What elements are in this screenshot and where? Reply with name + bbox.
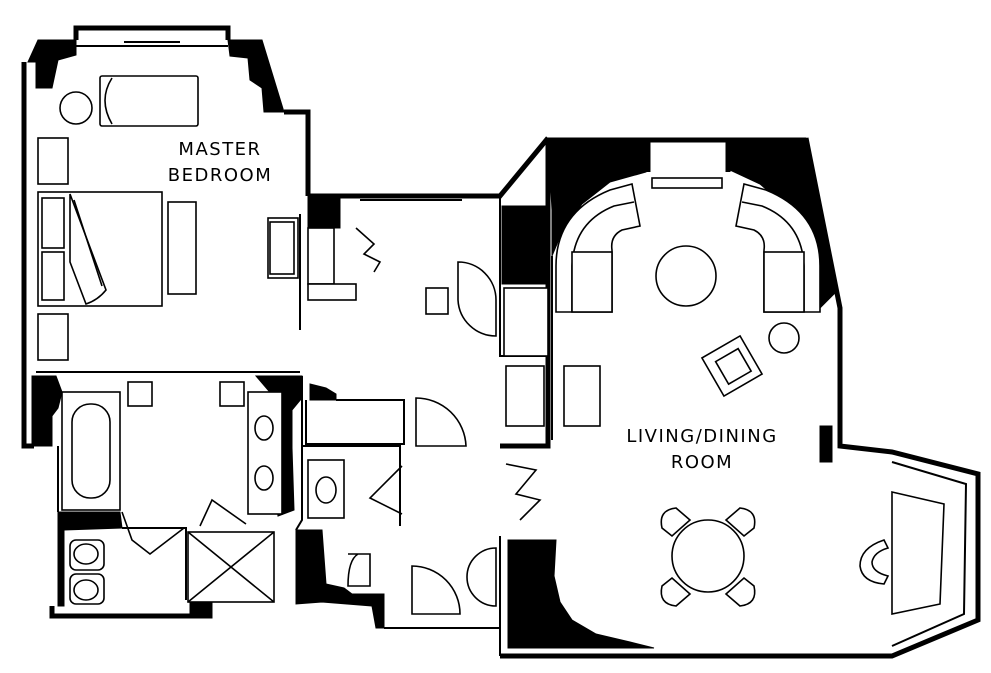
wall-mass-column (819, 425, 833, 463)
entry-west-wall (302, 445, 401, 526)
dining-chair-ne (724, 507, 756, 538)
bedroom-furniture (37, 75, 299, 361)
dining-table (671, 519, 745, 593)
wall-mass-bedroom-ne (227, 39, 285, 113)
wc-partition (122, 527, 187, 600)
wall-mass-bedroom-nw (27, 39, 77, 89)
desk (891, 490, 945, 615)
living-bay-frame (645, 137, 731, 172)
hall-cabinet (503, 287, 549, 357)
toilet-bowl (73, 543, 99, 565)
desk-chair (859, 539, 890, 585)
armchair-seat (714, 347, 753, 386)
wall-mass-wc (57, 511, 123, 607)
bidet-bowl (73, 579, 99, 601)
wall-mass-living-west (501, 205, 549, 285)
bedroom-bay-frame (73, 25, 231, 40)
bed-pillow-left (41, 197, 65, 249)
hall-closet (307, 227, 335, 285)
bath-east-wall (295, 376, 303, 531)
bedroom-east-wall (284, 109, 311, 196)
sofa-left-cushion (571, 251, 613, 313)
living-dining-label-line1: LIVING/DINING (626, 426, 777, 447)
bath-fixtures (61, 381, 283, 605)
vanity-sink-1 (254, 415, 274, 441)
wall-mass-living-sw (507, 539, 655, 649)
living-console-1 (505, 365, 545, 427)
entry-door-lower (411, 565, 461, 615)
wall-mass-bath-west (31, 375, 63, 447)
bedroom-nightstand-bottom (37, 313, 69, 361)
living-west-wall (500, 138, 551, 449)
entry-fixtures (307, 397, 542, 615)
hall-stool (425, 287, 449, 315)
bath-stool-right (219, 381, 245, 407)
entry-bifold (505, 463, 542, 521)
living-window-sill (651, 177, 723, 189)
bed-pillow-right (41, 251, 65, 301)
side-table (768, 322, 800, 354)
sofa-right-cushion (763, 251, 805, 313)
bedroom-nightstand-top (37, 137, 69, 185)
bedroom-bench (167, 201, 197, 295)
wall-mass-closet (295, 529, 385, 629)
wall-mass-hall-n (307, 195, 341, 229)
hall-furniture (307, 227, 549, 357)
living-furniture (505, 183, 945, 615)
bath-vanity (247, 391, 283, 515)
bath-south-wall (49, 606, 190, 619)
bath-door-swing (121, 511, 185, 556)
bed-sheet-fold (73, 199, 103, 287)
wall-lines (21, 25, 981, 659)
coffee-table (655, 245, 717, 307)
dresser-inner (269, 221, 295, 275)
closet-box (305, 399, 405, 445)
bifold-door (355, 227, 382, 273)
bed-turned-sheet (69, 193, 107, 306)
hall-half-round-table (457, 261, 497, 337)
bathtub-basin (71, 403, 111, 499)
hall-north-wall (308, 136, 550, 199)
master-bedroom-label-line2: BEDROOM (168, 165, 272, 186)
dining-chair-nw (660, 507, 692, 538)
entry-half-table (466, 547, 497, 607)
powder-sink (315, 476, 337, 504)
living-console-2 (563, 365, 601, 427)
dining-chair-sw (660, 576, 692, 607)
bath-stool-left (127, 381, 153, 407)
powder-toilet (347, 553, 371, 587)
living-bay-glass (891, 461, 968, 647)
master-bedroom-label-line1: MASTER (178, 139, 261, 160)
entry-door-left (368, 465, 403, 515)
armchair (700, 334, 764, 398)
bedroom-chaise (99, 75, 199, 127)
dining-chair-se (724, 576, 756, 607)
vanity-sink-2 (254, 465, 274, 491)
shower-drain-cross (187, 531, 275, 603)
living-outer-wall (500, 137, 981, 659)
shower-door-swing (199, 498, 247, 527)
wall-mass-entry-n (309, 383, 337, 401)
chaise-arm (104, 77, 113, 125)
bedroom-round-table (59, 91, 93, 125)
hall-shelf (307, 283, 357, 301)
living-dining-label-line2: ROOM (671, 452, 733, 473)
bedroom-west-wall (21, 62, 34, 449)
entry-door-upper (415, 397, 467, 447)
